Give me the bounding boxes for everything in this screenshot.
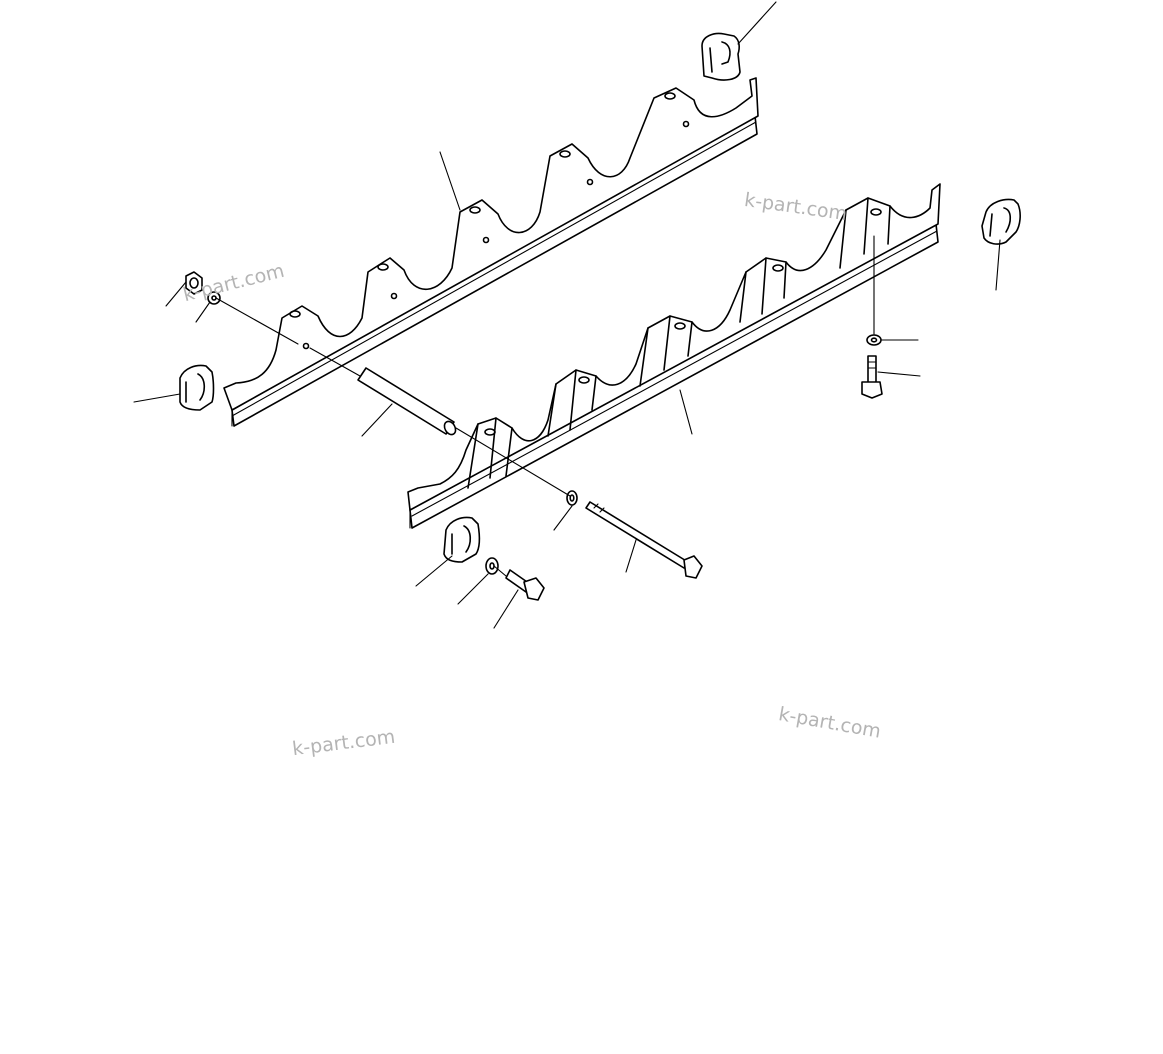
washer — [207, 291, 221, 305]
upper-bracket-rail — [223, 77, 759, 427]
short-bolt — [505, 569, 545, 601]
lower-bracket-rail — [407, 183, 941, 529]
washer — [566, 490, 578, 506]
washer — [866, 334, 882, 346]
pipe-clamp — [443, 516, 481, 563]
center-lines — [215, 235, 875, 577]
long-bolt — [585, 501, 703, 579]
short-bolt — [861, 355, 883, 399]
leader-lines — [133, 1, 1001, 629]
nut — [185, 271, 203, 295]
washer — [485, 557, 499, 575]
pipe-clamp — [701, 32, 741, 81]
spacer-pipe — [357, 367, 457, 436]
pipe-clamp — [179, 364, 215, 411]
pipe-clamp — [981, 198, 1021, 245]
